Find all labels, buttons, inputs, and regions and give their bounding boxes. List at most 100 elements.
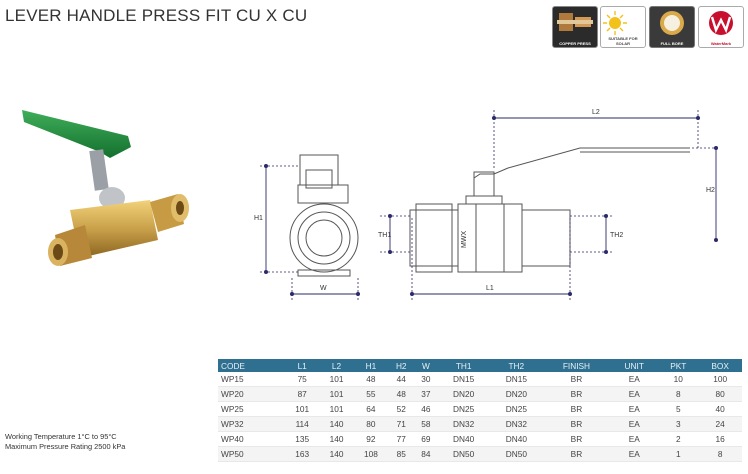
dim-h2-label: H2 bbox=[706, 187, 715, 194]
table-cell: DN25 bbox=[437, 401, 490, 417]
table-cell: 64 bbox=[353, 401, 389, 417]
table-cell: WP20 bbox=[218, 386, 285, 402]
table-cell: EA bbox=[610, 416, 659, 432]
table-cell: 10 bbox=[658, 372, 699, 387]
table-cell: 2 bbox=[658, 431, 699, 447]
table-cell: WP25 bbox=[218, 401, 285, 417]
watermark-caption: WaterMark bbox=[710, 41, 732, 46]
table-cell: 101 bbox=[285, 401, 320, 417]
table-cell: 16 bbox=[698, 431, 742, 447]
table-cell: DN15 bbox=[490, 372, 543, 387]
table-cell: 140 bbox=[319, 446, 354, 462]
dim-h1-label: H1 bbox=[254, 215, 263, 222]
column-header: UNIT bbox=[610, 359, 659, 372]
dim-l1-label: L1 bbox=[486, 285, 494, 292]
table-cell: 46 bbox=[414, 401, 438, 417]
table-cell: 5 bbox=[658, 401, 699, 417]
table-cell: BR bbox=[542, 386, 611, 402]
body-mark: MWX bbox=[461, 231, 468, 248]
table-cell: 101 bbox=[319, 386, 354, 402]
table-cell: BR bbox=[542, 446, 611, 462]
table-cell: DN32 bbox=[490, 416, 543, 432]
table-cell: 75 bbox=[285, 372, 320, 387]
table-cell: DN50 bbox=[490, 446, 543, 462]
table-cell: 100 bbox=[698, 372, 742, 387]
table-cell: WP50 bbox=[218, 446, 285, 462]
table-cell: EA bbox=[610, 446, 659, 462]
table-cell: BR bbox=[542, 416, 611, 432]
table-cell: EA bbox=[610, 401, 659, 417]
table-cell: 58 bbox=[414, 416, 438, 432]
table-cell: DN40 bbox=[490, 431, 543, 447]
table-cell: 8 bbox=[658, 386, 699, 402]
table-cell: 163 bbox=[285, 446, 320, 462]
watermark-badge: WaterMark bbox=[698, 6, 744, 48]
certification-badges: COPPER PRESS SUITABLE FOR SOLAR FULL BOR… bbox=[552, 6, 746, 48]
full-bore-badge: FULL BORE bbox=[649, 6, 695, 48]
table-cell: 85 bbox=[388, 446, 415, 462]
table-cell: BR bbox=[542, 401, 611, 417]
table-cell: DN32 bbox=[437, 416, 490, 432]
table-cell: 140 bbox=[319, 416, 354, 432]
solar-suitable-icon bbox=[603, 11, 627, 35]
table-cell: 87 bbox=[285, 386, 320, 402]
table-cell: BR bbox=[542, 372, 611, 387]
table-cell: 71 bbox=[388, 416, 415, 432]
watermark-icon bbox=[709, 11, 733, 35]
operating-notes: Working Temperature 1°C to 95°C Maximum … bbox=[5, 432, 125, 452]
table-cell: 3 bbox=[658, 416, 699, 432]
table-cell: 37 bbox=[414, 386, 438, 402]
table-cell: DN20 bbox=[490, 386, 543, 402]
table-cell: DN40 bbox=[437, 431, 490, 447]
table-cell: DN15 bbox=[437, 372, 490, 387]
table-cell: WP40 bbox=[218, 431, 285, 447]
column-header: TH2 bbox=[490, 359, 543, 372]
table-cell: 24 bbox=[698, 416, 742, 432]
solar-caption: SUITABLE FOR SOLAR bbox=[608, 36, 638, 46]
table-cell: 92 bbox=[353, 431, 389, 447]
column-header: BOX bbox=[698, 359, 742, 372]
column-header: H2 bbox=[388, 359, 415, 372]
dim-th1-label: TH1 bbox=[378, 232, 391, 239]
column-header: L1 bbox=[285, 359, 320, 372]
full-bore-icon bbox=[660, 11, 684, 35]
table-cell: 48 bbox=[353, 372, 389, 387]
table-cell: 101 bbox=[319, 401, 354, 417]
table-cell: 80 bbox=[698, 386, 742, 402]
table-cell: EA bbox=[610, 431, 659, 447]
table-cell: 8 bbox=[698, 446, 742, 462]
table-cell: 80 bbox=[353, 416, 389, 432]
copper-press-caption: COPPER PRESS bbox=[559, 41, 591, 46]
product-photo bbox=[0, 90, 210, 290]
column-header: W bbox=[414, 359, 438, 372]
column-header: CODE bbox=[218, 359, 285, 372]
solar-badge: SUITABLE FOR SOLAR bbox=[600, 6, 646, 48]
column-header: L2 bbox=[319, 359, 354, 372]
page-title: LEVER HANDLE PRESS FIT CU X CU bbox=[5, 6, 308, 25]
dim-l2-label: L2 bbox=[592, 109, 600, 116]
table-cell: 69 bbox=[414, 431, 438, 447]
table-cell: DN25 bbox=[490, 401, 543, 417]
table-cell: 84 bbox=[414, 446, 438, 462]
table-cell: 52 bbox=[388, 401, 415, 417]
table-cell: 135 bbox=[285, 431, 320, 447]
table-cell: 101 bbox=[319, 372, 354, 387]
table-cell: WP15 bbox=[218, 372, 285, 387]
table-cell: BR bbox=[542, 431, 611, 447]
dim-w-label: W bbox=[320, 285, 327, 292]
table-cell: 48 bbox=[388, 386, 415, 402]
column-header: TH1 bbox=[437, 359, 490, 372]
pressure-rating-note: Maximum Pressure Rating 2500 kPa bbox=[5, 442, 126, 451]
table-cell: 77 bbox=[388, 431, 415, 447]
copper-press-badge: COPPER PRESS bbox=[552, 6, 598, 48]
column-header: FINISH bbox=[542, 359, 611, 372]
